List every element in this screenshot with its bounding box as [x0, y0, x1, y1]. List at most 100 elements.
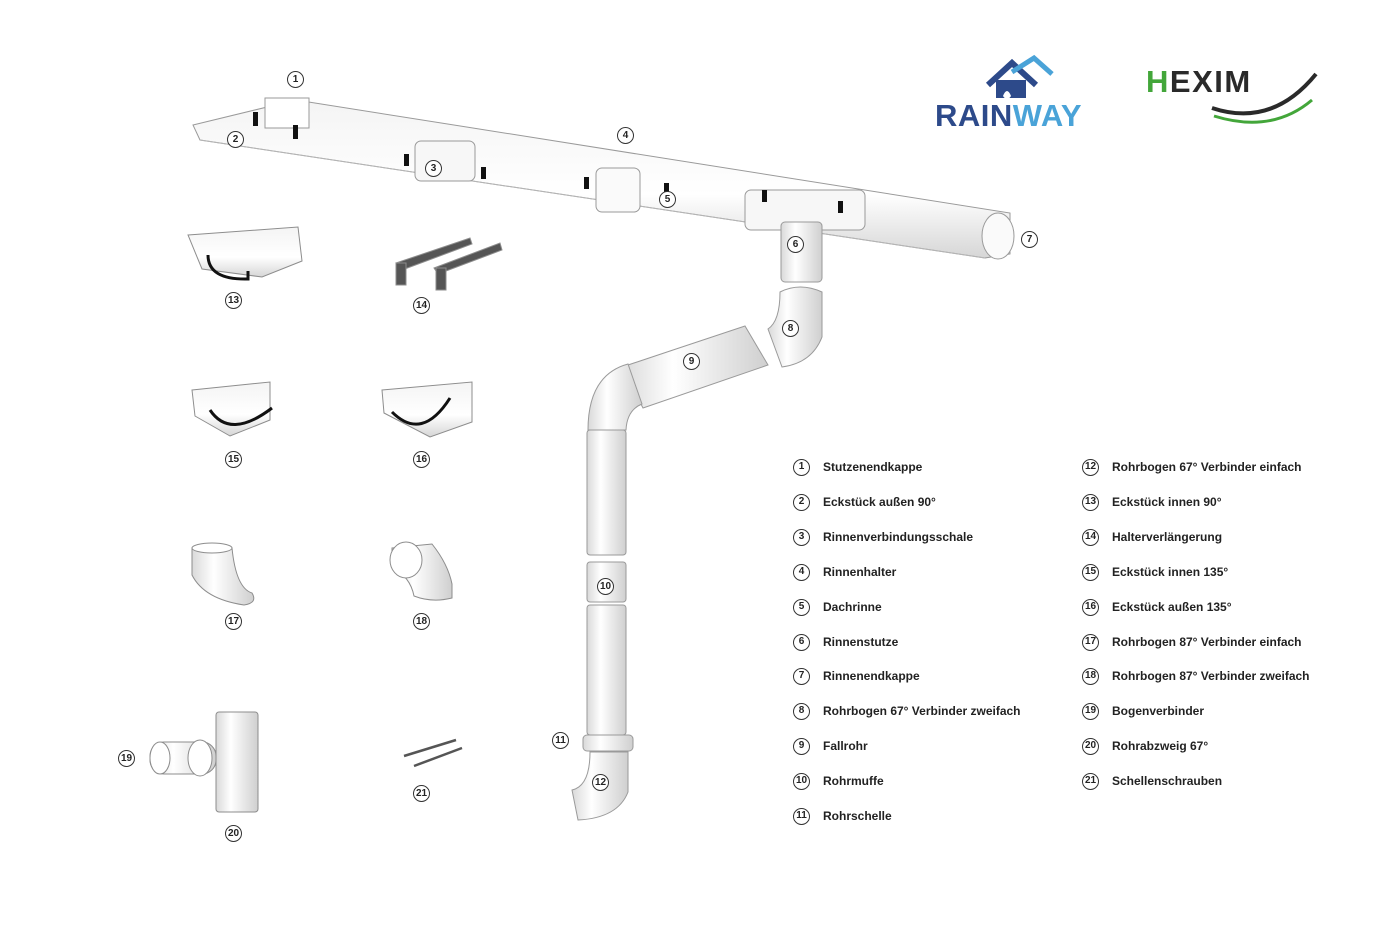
rainway-house-mark [985, 54, 1054, 99]
legend-label-19: Bogenverbinder [1112, 704, 1205, 718]
legend-num-15: 15 [1082, 563, 1099, 581]
callout-21: 21 [413, 785, 430, 802]
legend-label-1: Stutzenendkappe [823, 460, 923, 474]
legend-num-18: 18 [1082, 667, 1099, 685]
legend-label-7: Rinnenendkappe [823, 669, 920, 683]
legend-label-21: Schellenschrauben [1112, 774, 1223, 788]
part-19-20-shape [149, 711, 259, 813]
legend-label-9: Fallrohr [823, 739, 868, 753]
legend-num-17: 17 [1082, 633, 1099, 651]
callout-8: 8 [782, 320, 799, 337]
callout-14: 14 [413, 297, 430, 314]
legend-num-3: 3 [793, 528, 810, 546]
main-gutter-run [192, 97, 1015, 260]
callout-9: 9 [683, 353, 700, 370]
callout-17: 17 [225, 613, 242, 630]
rainway-logo: RAINWAY [935, 98, 1082, 134]
legend-item-19: 19 Bogenverbinder [1082, 701, 1204, 721]
callout-5: 5 [659, 191, 676, 208]
legend-num-16: 16 [1082, 598, 1099, 616]
part-15-shape [191, 381, 273, 437]
legend-label-16: Eckstück außen 135° [1112, 600, 1232, 614]
legend-num-20: 20 [1082, 737, 1099, 755]
legend-item-21: 21 Schellenschrauben [1082, 771, 1222, 791]
legend-label-17: Rohrbogen 87° Verbinder einfach [1112, 635, 1302, 649]
legend-item-14: 14 Halterverlängerung [1082, 527, 1222, 547]
legend-item-16: 16 Eckstück außen 135° [1082, 597, 1232, 617]
callout-12: 12 [592, 774, 609, 791]
legend-num-10: 10 [793, 772, 810, 790]
legend-item-6: 6 Rinnenstutze [793, 632, 898, 652]
callout-1: 1 [287, 71, 304, 88]
legend-label-20: Rohrabzweig 67° [1112, 739, 1209, 753]
legend-num-8: 8 [793, 702, 810, 720]
part-13-shape [187, 226, 303, 281]
part-17-shape [191, 542, 255, 606]
legend-item-15: 15 Eckstück innen 135° [1082, 562, 1228, 582]
legend-label-10: Rohrmuffe [823, 774, 884, 788]
legend-num-14: 14 [1082, 528, 1099, 546]
part-14-shape [395, 237, 503, 291]
legend-num-9: 9 [793, 737, 810, 755]
legend-num-5: 5 [793, 598, 810, 616]
callout-19: 19 [118, 750, 135, 767]
callout-7: 7 [1021, 231, 1038, 248]
rainway-logo-part1: RAIN [935, 98, 1013, 133]
legend-num-4: 4 [793, 563, 810, 581]
hexim-swoosh [1211, 72, 1318, 124]
legend-label-5: Dachrinne [823, 600, 882, 614]
legend-label-15: Eckstück innen 135° [1112, 565, 1229, 579]
legend-num-13: 13 [1082, 493, 1099, 511]
legend-item-9: 9 Fallrohr [793, 736, 868, 756]
legend-label-13: Eckstück innen 90° [1112, 495, 1222, 509]
legend-num-11: 11 [793, 807, 810, 825]
legend-label-18: Rohrbogen 87° Verbinder zweifach [1112, 669, 1310, 683]
legend-item-17: 17 Rohrbogen 87° Verbinder einfach [1082, 632, 1302, 652]
legend-label-4: Rinnenhalter [823, 565, 897, 579]
hexim-logo-rest: EXIM [1169, 64, 1252, 99]
downpipe [571, 221, 823, 821]
callout-16: 16 [413, 451, 430, 468]
callout-13: 13 [225, 292, 242, 309]
callout-6: 6 [787, 236, 804, 253]
callout-15: 15 [225, 451, 242, 468]
legend-num-12: 12 [1082, 458, 1099, 476]
callout-3: 3 [425, 160, 442, 177]
legend-num-19: 19 [1082, 702, 1099, 720]
legend-item-5: 5 Dachrinne [793, 597, 882, 617]
legend-num-21: 21 [1082, 772, 1099, 790]
callout-4: 4 [617, 127, 634, 144]
legend-item-12: 12 Rohrbogen 67° Verbinder einfach [1082, 457, 1302, 477]
legend-item-13: 13 Eckstück innen 90° [1082, 492, 1222, 512]
legend-label-6: Rinnenstutze [823, 635, 899, 649]
detail-parts [149, 226, 503, 813]
legend-num-6: 6 [793, 633, 810, 651]
part-21-shape [403, 738, 463, 768]
hexim-logo: HEXIM [1146, 64, 1252, 100]
callout-2: 2 [227, 131, 244, 148]
callout-20: 20 [225, 825, 242, 842]
part-16-shape [381, 381, 473, 438]
hexim-logo-first: H [1146, 64, 1170, 99]
part-18-shape [389, 541, 453, 601]
legend-label-14: Halterverlängerung [1112, 530, 1223, 544]
callout-11: 11 [552, 732, 569, 749]
callout-10: 10 [597, 578, 614, 595]
legend-label-2: Eckstück außen 90° [823, 495, 936, 509]
legend-item-18: 18 Rohrbogen 87° Verbinder zweifach [1082, 666, 1310, 686]
legend-num-7: 7 [793, 667, 810, 685]
rainway-logo-part2: WAY [1012, 98, 1083, 133]
legend-num-1: 1 [793, 458, 810, 476]
legend-item-7: 7 Rinnenendkappe [793, 666, 920, 686]
callout-18: 18 [413, 613, 430, 630]
legend-item-1: 1 Stutzenendkappe [793, 457, 922, 477]
legend-item-20: 20 Rohrabzweig 67° [1082, 736, 1208, 756]
legend-label-11: Rohrschelle [823, 809, 892, 823]
legend-item-10: 10 Rohrmuffe [793, 771, 884, 791]
legend-label-12: Rohrbogen 67° Verbinder einfach [1112, 460, 1302, 474]
